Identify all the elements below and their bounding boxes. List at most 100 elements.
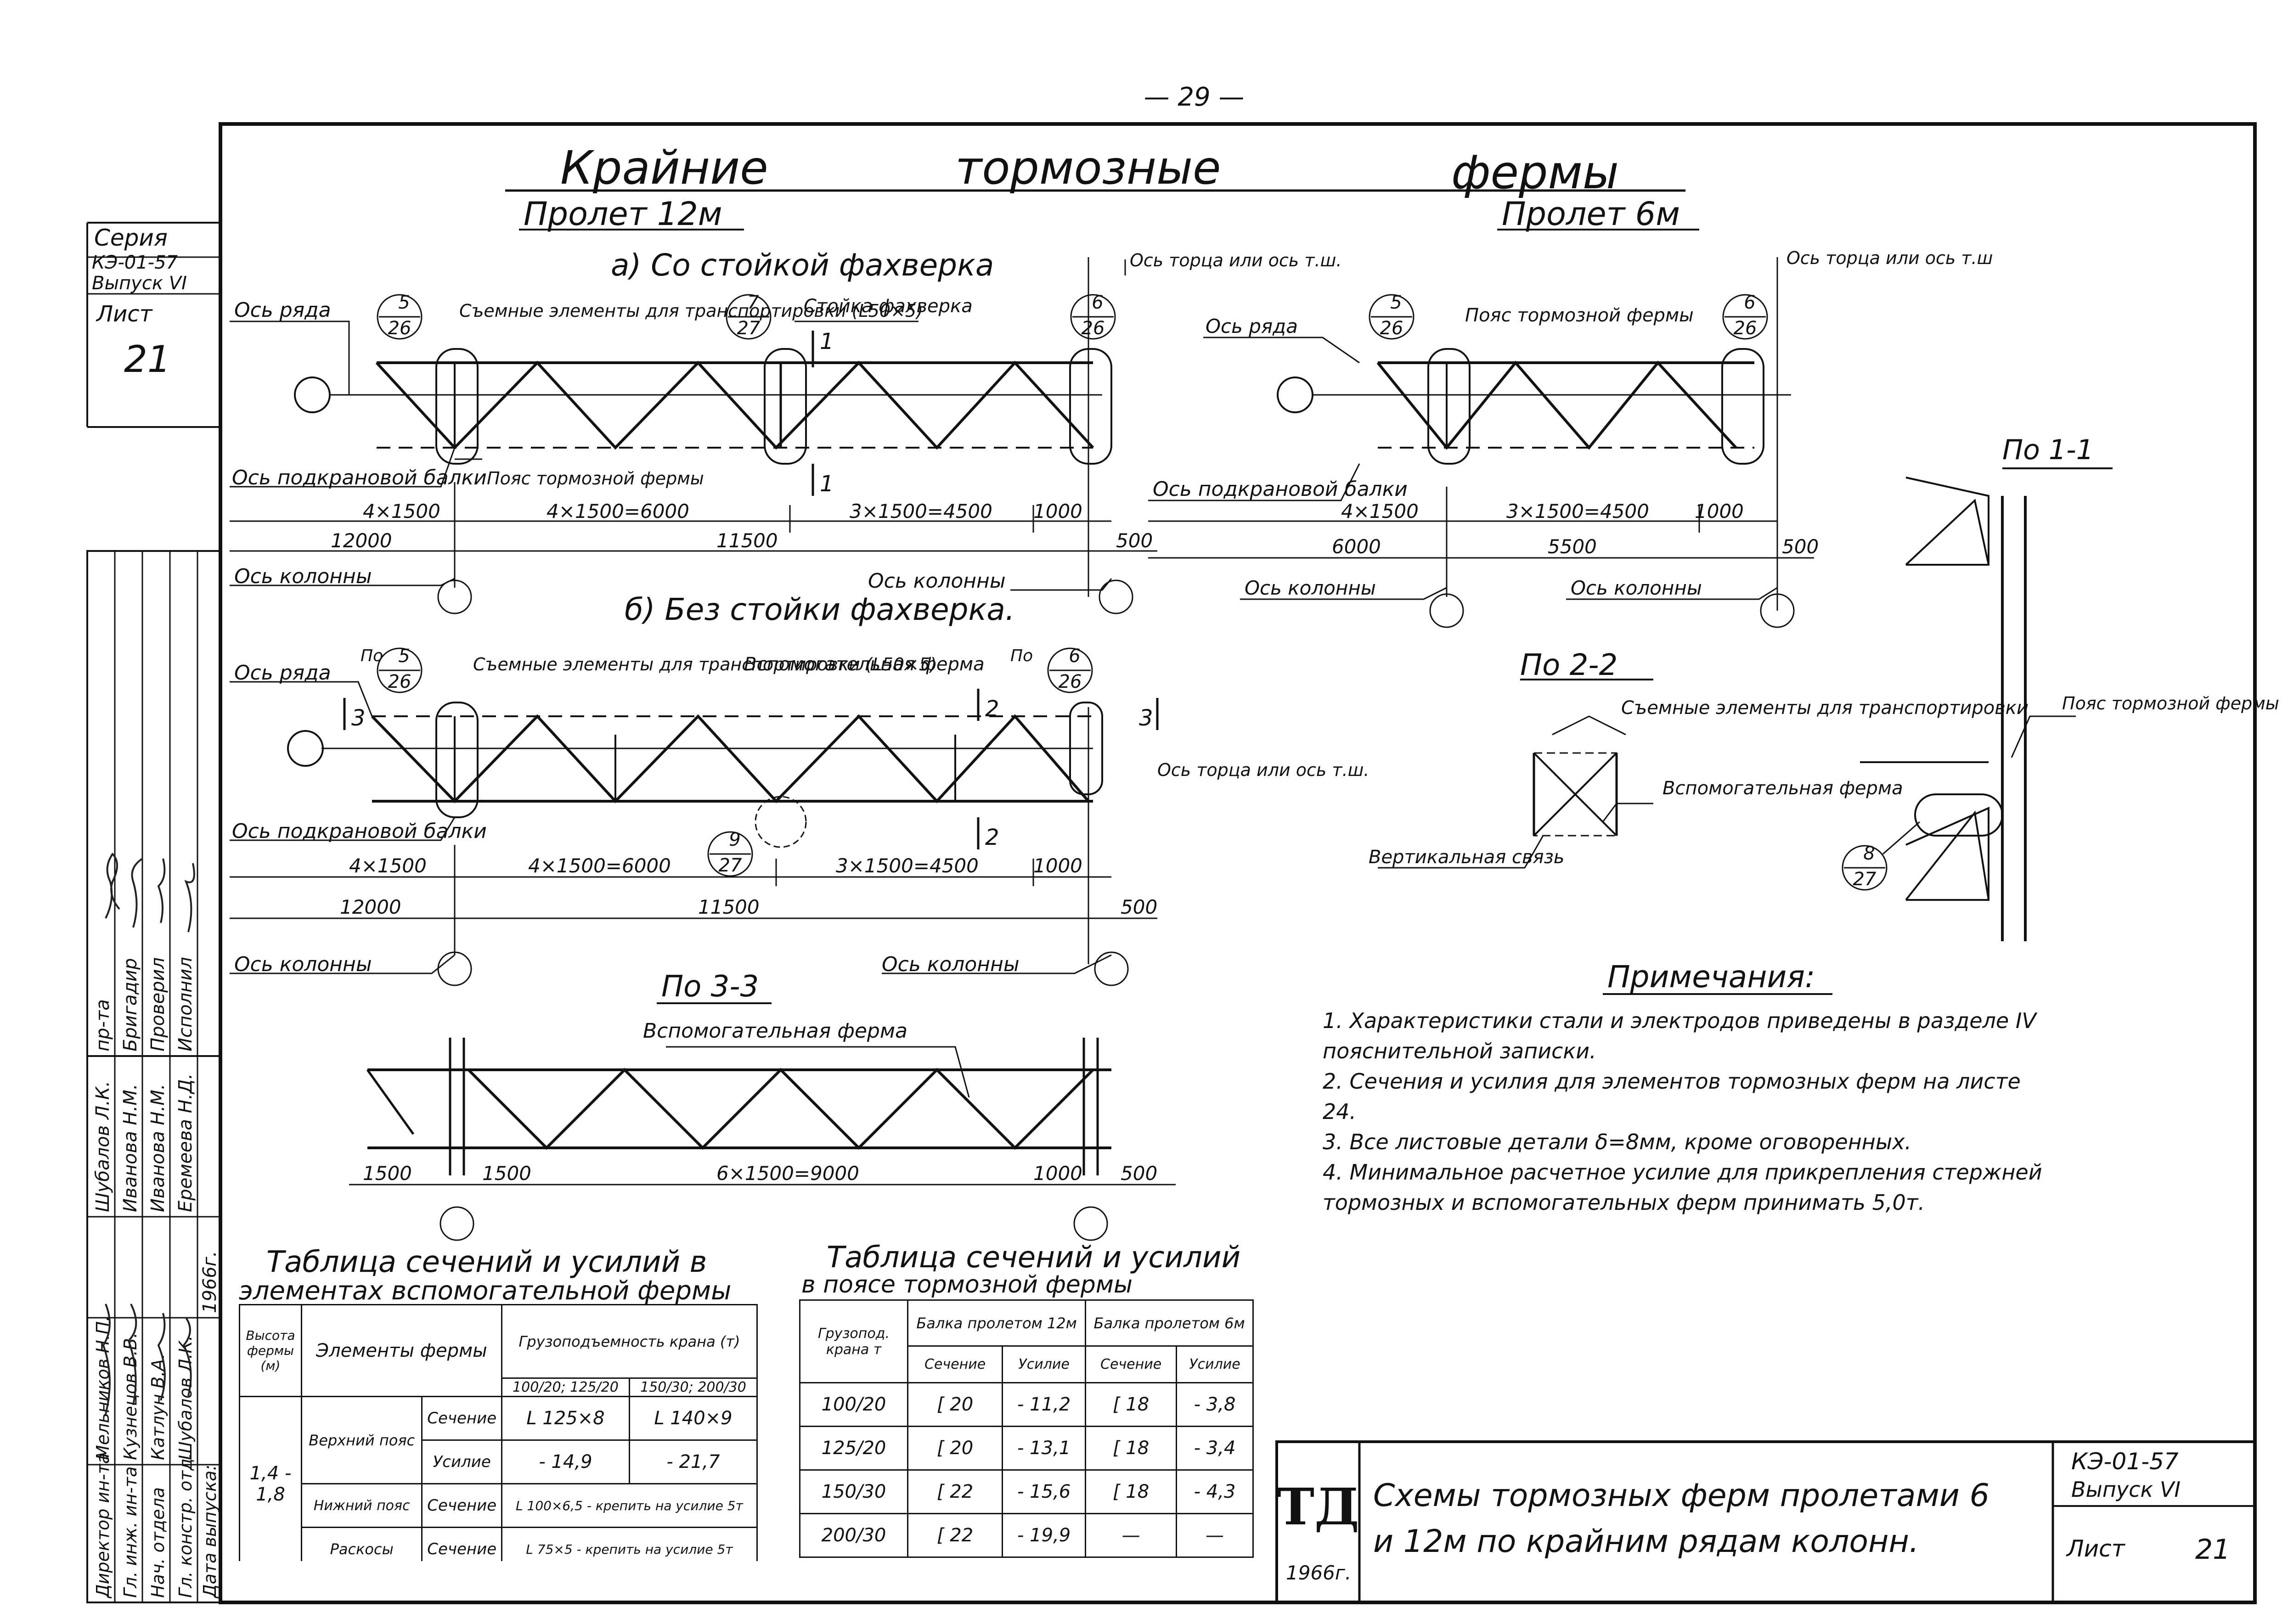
tc-h-capacity: Грузопод. крана т (799, 1299, 908, 1383)
td-top-chord: Верхний пояс (300, 1396, 423, 1484)
td-r3: L 100×6,5 - крепить на усилие 5т (501, 1483, 758, 1528)
tc-h-force-6: Усилие (1176, 1345, 1254, 1383)
b-col-axis-right: Ось колонны (882, 953, 1020, 976)
note-2: 2. Сечения и усилия для элементов тормоз… (1323, 1069, 2021, 1124)
section-3-3-title: По 3-3 (661, 970, 759, 1004)
s33-dim-4: 500 (1121, 1162, 1157, 1185)
span-12-label: Пролет 12м (524, 195, 722, 233)
td-bottom-chord: Нижний пояс (300, 1483, 423, 1528)
a-brake-chord: Пояс тормозной фермы (487, 468, 704, 489)
tc-r3-c0: 200/30 (799, 1513, 908, 1558)
a-end-axis: Ось торца или ось т.ш. (1130, 250, 1341, 270)
c-dim-bottom-0: 6000 (1332, 535, 1381, 558)
a-section-mark-bottom: 1 (820, 471, 834, 497)
c-col-axis-right: Ось колонны (1571, 577, 1702, 599)
table-aux: Высота фермы (м) Элементы фермы Грузопод… (239, 1304, 758, 1561)
b-section-3-right: 3 (1139, 705, 1153, 731)
tc-r1-c0: 125/20 (799, 1426, 908, 1471)
stamp-title-2: и 12м по крайним рядам колонн. (1373, 1523, 1919, 1560)
b-aux-truss: Вспомогательная ферма (744, 654, 985, 675)
b-crane-axis: Ось подкрановой балки (232, 820, 487, 843)
ref-c1-den: 26 (1380, 318, 1403, 339)
table-aux-wrap: Высота фермы (м) Элементы фермы Грузопод… (239, 1304, 758, 1561)
notes: Примечания: (1603, 959, 1832, 995)
title-word-2: тормозные (955, 141, 1221, 195)
ref-b2-num: 6 (1069, 646, 1080, 667)
title-stamp-text: ТД 1966г. Схемы тормозных ферм пролетами… (1277, 1448, 2230, 1584)
approval-role-1: Гл. инж. ин-та (120, 1467, 141, 1598)
title-block: Крайние тормозные фермы Пролет 12м Проле… (505, 141, 1699, 233)
approval-name-3: Шубалов Л.К. (175, 1335, 196, 1460)
c-dim-bottom-1: 5500 (1548, 535, 1597, 558)
td-r2b: - 21,7 (628, 1439, 758, 1484)
th-cap-a: 100/20; 125/20 (501, 1377, 630, 1397)
ref-b1-den: 26 (388, 671, 411, 692)
tc-r3-c4: — (1176, 1513, 1254, 1558)
tc-h-beam6: Балка пролетом 6м (1085, 1299, 1254, 1347)
s33-dim-2: 6×1500=9000 (716, 1162, 859, 1185)
ref-b3-den: 27 (719, 855, 742, 876)
ref-b1-num: 5 (398, 646, 410, 667)
a-dim-top-0: 4×1500 (363, 500, 440, 523)
td-r1b: L 140×9 (628, 1396, 758, 1441)
b-dim-bottom-2: 500 (1121, 896, 1157, 918)
note-1: 1. Характеристики стали и электродов при… (1323, 1008, 2036, 1063)
stamp-title-1: Схемы тормозных ферм пролетами 6 (1373, 1478, 1989, 1514)
tc-h-sec-6: Сечение (1085, 1345, 1178, 1383)
page-number: — 29 — (1144, 82, 1245, 112)
b-end-axis: Ось торца или ось т.ш. (1157, 760, 1369, 780)
approval-name-1: Кузнецов В.В. (120, 1332, 141, 1460)
approval-dept-3: Исполнил (175, 957, 196, 1051)
a-row-axis: Ось ряда (234, 298, 331, 322)
tc-r2-c0: 150/30 (799, 1469, 908, 1514)
tc-r0-c2: - 11,2 (1002, 1382, 1087, 1427)
approval-role-2: Нач. отдела (148, 1487, 168, 1598)
a-dim-bottom-0: 12000 (331, 529, 392, 552)
stamp-sheet-label: Лист (2066, 1535, 2126, 1562)
td-braces: Раскосы (300, 1527, 423, 1561)
section-3-3 (349, 1038, 1176, 1241)
tc-h-beam12: Балка пролетом 12м (907, 1299, 1087, 1347)
a-dim-top-1: 4×1500=6000 (547, 500, 689, 523)
table-aux-title-2: элементах вспомогательной фермы (239, 1276, 731, 1306)
b-row-axis: Ось ряда (234, 661, 331, 685)
a-crane-axis: Ось подкрановой балки (232, 466, 487, 489)
tc-r0-c4: - 3,8 (1176, 1382, 1254, 1427)
c-dim-top-1: 3×1500=4500 (1506, 500, 1649, 523)
table-chord-title-2: в поясе тормозной фермы (801, 1271, 1133, 1298)
title-word-1: Крайние (560, 141, 768, 195)
a-removable: Съемные элементы для транспортировки (L5… (459, 301, 923, 321)
stamp-year: 1966г. (1286, 1562, 1351, 1584)
td-force-1: Усилие (421, 1439, 502, 1484)
td-r1a: L 125×8 (501, 1396, 630, 1441)
stamp-sheet-no: 21 (2195, 1534, 2230, 1566)
table-chord-title-1: Таблица сечений и усилий (827, 1241, 1240, 1275)
b-dim-top-0: 4×1500 (349, 854, 427, 877)
diagram-b: б) Без стойки фахверка. (230, 592, 1159, 986)
b-dim-top-1: 4×1500=6000 (528, 854, 671, 877)
tc-r1-c2: - 13,1 (1002, 1426, 1087, 1471)
section-2-2-labels: По 2-2 Съемные элементы для транспортиро… (1369, 648, 2029, 868)
tc-r2-c1: [ 22 (907, 1469, 1003, 1514)
section-2-2-aux: Вспомогательная ферма (1662, 778, 1903, 799)
tc-r3-c2: - 19,9 (1002, 1513, 1087, 1558)
ref-a3-num: 6 (1092, 292, 1103, 313)
b-dim-top-2: 3×1500=4500 (836, 854, 979, 877)
td-r2a: - 14,9 (501, 1439, 630, 1484)
note-3: 3. Все листовые детали δ=8мм, кроме огов… (1323, 1129, 1912, 1154)
b-col-axis-left: Ось колонны (234, 953, 372, 976)
c-dim-top-0: 4×1500 (1341, 500, 1419, 523)
s33-dim-1: 1500 (482, 1162, 531, 1185)
ref-a2-den: 27 (737, 318, 761, 339)
strip-series-code: КЭ-01-57 (92, 252, 178, 273)
ref-c2-num: 6 (1744, 292, 1755, 313)
s33-dim-3: 1000 (1033, 1162, 1082, 1185)
stamp-logo: ТД (1277, 1477, 1359, 1536)
approval-dept-name-2: Иванова Н.М. (147, 1084, 169, 1212)
approval-role-0: Директор ин-та (93, 1453, 113, 1599)
tc-r2-c2: - 15,6 (1002, 1469, 1087, 1514)
left-strip: Серия КЭ-01-57 Выпуск VI Лист 21 пр-та Ш… (86, 222, 221, 1603)
ref-a2-num: 7 (747, 292, 759, 313)
approval-dept-name-0: Шубалов Л.К. (92, 1081, 113, 1212)
tc-r1-c3: [ 18 (1085, 1426, 1178, 1471)
